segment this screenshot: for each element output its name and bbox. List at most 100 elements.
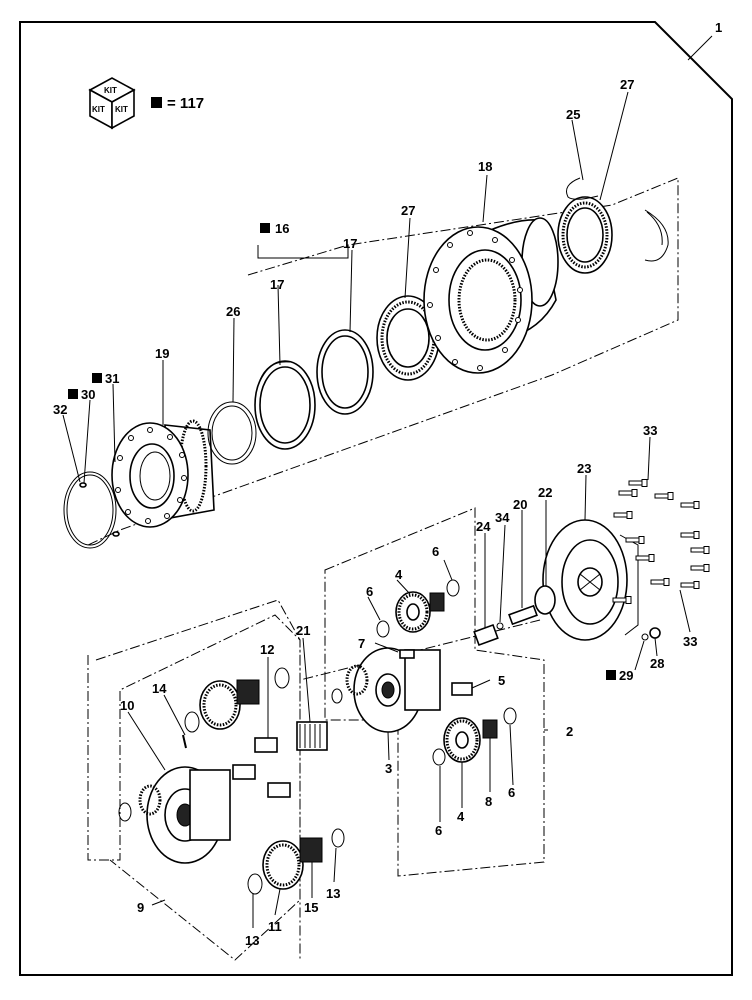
callout-10: 10 (120, 698, 134, 713)
part-18-housing (423, 217, 559, 374)
callout-17-right: 17 (343, 236, 357, 251)
callout-20: 20 (513, 497, 527, 512)
part-13-washer-d (331, 828, 345, 848)
callout-27-mid: 27 (401, 203, 415, 218)
part-22-disc (534, 585, 556, 615)
callout-29: 29 (619, 668, 633, 683)
kit-marker-30 (68, 389, 78, 399)
part-12-pin-upper (254, 737, 278, 753)
part-15-needle-upper (236, 679, 260, 705)
leader-1 (687, 35, 713, 61)
part-20-shaft (508, 604, 538, 626)
callout-30: 30 (81, 387, 95, 402)
kit-legend-text: = 117 (167, 95, 204, 112)
part-31-pin (112, 531, 120, 537)
part-21-gear (296, 721, 328, 751)
part-27-upper-bearing (557, 196, 613, 274)
part-5-pin (451, 682, 473, 696)
callout-13-left: 13 (245, 933, 259, 948)
part-28-plug (649, 627, 661, 639)
kit-box-text-right: KIT (115, 105, 128, 114)
part-13-washer-c (118, 802, 132, 822)
leader-lines (62, 91, 691, 928)
part-29-washer (641, 633, 649, 641)
part-17-seal-right (316, 329, 374, 415)
callout-6-bottom-left: 6 (435, 823, 442, 838)
part-6-washer-d (503, 707, 517, 725)
cluster-9-outline (95, 599, 301, 961)
part-27-bearing (376, 295, 440, 381)
part-6-washer-b (376, 620, 390, 638)
diagram-border (19, 21, 733, 976)
part-26-ring (207, 401, 257, 465)
callout-3: 3 (385, 761, 392, 776)
kit-marker-29 (606, 670, 616, 680)
kit-box-text-left: KIT (92, 105, 105, 114)
part-12-pin-lower (267, 782, 291, 798)
part-7-pin (399, 649, 415, 659)
part-8-needle-lower (482, 719, 498, 739)
callout-6-bottom-right: 6 (508, 785, 515, 800)
callout-23: 23 (577, 461, 591, 476)
callout-8: 8 (485, 794, 492, 809)
callout-6-left: 6 (366, 584, 373, 599)
callout-17-left: 17 (270, 277, 284, 292)
part-30-pin (79, 482, 87, 488)
callout-6-top: 6 (432, 544, 439, 559)
callout-19: 19 (155, 346, 169, 361)
kit-marker-31 (92, 373, 102, 383)
callout-14: 14 (152, 681, 167, 696)
part-10-carrier (138, 766, 231, 864)
part-6-washer-e (331, 688, 343, 704)
kit-box-icon: KIT KIT KIT (88, 77, 136, 130)
callout-18: 18 (478, 159, 492, 174)
part-15-needle-lower (299, 837, 323, 863)
part-13-washer-a (274, 667, 290, 689)
part-4-gear-upper (395, 591, 431, 633)
part-11-gear-upper (199, 680, 241, 730)
callout-4-bottom: 4 (457, 809, 465, 824)
retaining-ring (644, 209, 669, 262)
part-3-carrier (345, 647, 441, 733)
part-19-hub (111, 419, 215, 528)
callout-27-upper: 27 (620, 77, 634, 92)
kit-marker-16 (260, 223, 270, 233)
part-6-washer-a (446, 579, 460, 597)
cluster-2-outline (324, 507, 545, 877)
part-12-pin-mid (232, 764, 256, 780)
callout-7: 7 (358, 636, 365, 651)
part-4-gear-lower (443, 717, 481, 763)
callout-25: 25 (566, 107, 580, 122)
kit-square-marker (151, 97, 162, 108)
part-14-pin (182, 734, 187, 749)
part-17-seal-left (254, 360, 316, 450)
part-25-snap-ring (566, 177, 599, 200)
callout-26: 26 (226, 304, 240, 319)
callout-34: 34 (495, 510, 510, 525)
callout-21: 21 (296, 623, 310, 638)
callout-9: 9 (137, 900, 144, 915)
callout-33-upper: 33 (643, 423, 657, 438)
callout-5: 5 (498, 673, 505, 688)
callout-1: 1 (715, 20, 722, 35)
kit-box-text-top: KIT (104, 86, 117, 95)
part-23-cover (542, 519, 639, 641)
callout-4-top: 4 (395, 567, 403, 582)
callout-22: 22 (538, 485, 552, 500)
part-13-washer-e (247, 873, 263, 895)
part-24-bush (473, 623, 499, 647)
callout-28: 28 (650, 656, 664, 671)
part-11-gear-lower (262, 840, 304, 890)
callout-12: 12 (260, 642, 274, 657)
callout-15: 15 (304, 900, 318, 915)
part-8-needle-upper (429, 592, 445, 612)
callout-11: 11 (268, 919, 282, 934)
callout-33-lower: 33 (683, 634, 697, 649)
part-32-o-ring (63, 471, 117, 549)
callout-31: 31 (105, 371, 119, 386)
callout-32: 32 (53, 402, 67, 417)
part-13-washer-b (184, 711, 200, 733)
callout-13-right: 13 (326, 886, 340, 901)
callout-24: 24 (476, 519, 491, 534)
